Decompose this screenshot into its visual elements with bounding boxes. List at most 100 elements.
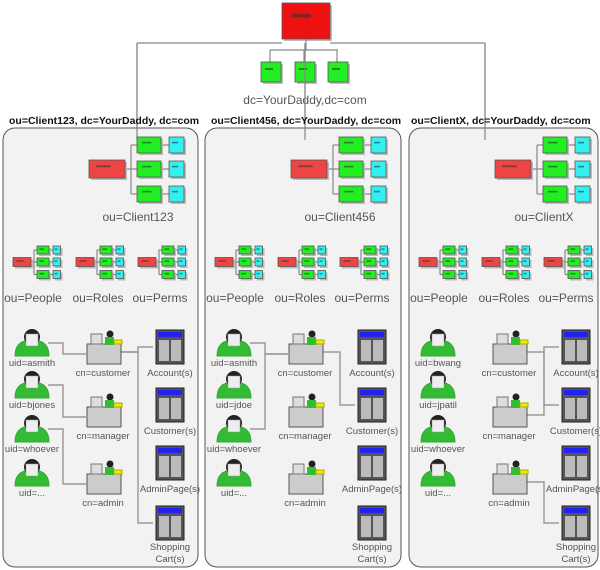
role-label: cn=customer	[482, 368, 537, 379]
box	[281, 2, 331, 40]
worker-body	[307, 400, 316, 408]
desk-icon	[86, 330, 123, 365]
box-mark	[54, 260, 58, 262]
monitor	[292, 463, 305, 475]
child-node	[363, 270, 378, 281]
client-ou-label: ou=Client123	[102, 210, 173, 224]
box-mark	[299, 68, 307, 70]
box-mark	[256, 272, 260, 275]
client-ou-tree	[494, 136, 592, 204]
server-header	[158, 332, 182, 337]
box	[115, 245, 124, 255]
desk	[492, 406, 528, 428]
box	[505, 270, 519, 279]
ou-node	[494, 159, 533, 180]
leaf-node	[52, 245, 63, 256]
person-icon	[216, 415, 252, 443]
person-face	[227, 463, 241, 477]
box-mark	[39, 272, 45, 275]
client-panel: ou=ClientX, dc=YourDaddy, dc=comou=Clien…	[408, 43, 600, 568]
server-col	[171, 516, 181, 537]
person-icon	[14, 415, 50, 443]
server-page-icon	[561, 329, 591, 365]
child-node	[301, 257, 316, 268]
worker-head	[512, 393, 520, 401]
child-node	[338, 185, 365, 204]
worker-head	[106, 393, 114, 401]
box	[363, 245, 377, 255]
server-col	[361, 516, 371, 537]
box-mark	[281, 260, 289, 262]
worker-head	[308, 393, 316, 401]
user-label: uid=...	[19, 488, 45, 499]
box	[52, 245, 61, 255]
box-mark	[578, 190, 584, 193]
perm-label: Account(s)	[553, 368, 598, 379]
box	[458, 270, 467, 279]
child-node	[36, 270, 51, 281]
box	[317, 270, 326, 279]
person-icon	[14, 329, 50, 357]
leaf-node	[168, 185, 186, 204]
box	[458, 257, 467, 267]
box-mark	[172, 165, 178, 168]
ou-node	[543, 257, 564, 269]
monitor	[90, 463, 103, 475]
child-node	[238, 257, 253, 268]
box-mark	[117, 272, 121, 275]
person-face	[431, 375, 445, 389]
box-mark	[102, 260, 108, 262]
phone	[113, 402, 123, 408]
child-node	[36, 257, 51, 268]
box	[583, 245, 592, 255]
box-mark	[460, 260, 464, 262]
worker-body	[307, 467, 316, 475]
worker-head	[308, 460, 316, 468]
child-node	[542, 185, 569, 204]
leaf-node	[115, 270, 126, 281]
phone	[315, 402, 325, 408]
box-mark	[485, 260, 493, 262]
box-mark	[445, 248, 451, 250]
sub-ou-label: ou=Perms	[538, 291, 593, 305]
leaf-node	[379, 270, 390, 281]
ou-node	[481, 257, 502, 269]
box-mark	[381, 260, 385, 262]
leaf-node	[458, 245, 469, 256]
box	[301, 245, 315, 255]
connector-line	[527, 481, 559, 524]
leaf-node	[583, 245, 594, 256]
perm-label: Customer(s)	[144, 426, 196, 437]
box-mark	[374, 165, 380, 168]
leaf-node	[370, 185, 388, 204]
box-mark	[319, 272, 323, 275]
box	[505, 245, 519, 255]
monitor	[496, 396, 509, 408]
person-face	[431, 333, 445, 347]
box-mark	[523, 248, 527, 250]
worker-body	[105, 467, 114, 475]
box-mark	[381, 248, 385, 250]
child-node	[136, 185, 163, 204]
box-mark	[523, 260, 527, 262]
person-face	[25, 419, 39, 433]
box-mark	[547, 190, 558, 193]
client-panel: ou=Client456, dc=YourDaddy, dc=comou=Cli…	[204, 43, 402, 568]
box	[370, 185, 387, 203]
role-label: cn=manager	[278, 431, 331, 442]
box	[542, 185, 568, 203]
box-mark	[172, 141, 178, 144]
server-page-icon	[561, 445, 591, 481]
box-mark	[304, 260, 310, 262]
child-node	[505, 270, 520, 281]
person-icon	[14, 371, 50, 399]
box	[370, 136, 387, 154]
desk	[86, 343, 122, 365]
server-col	[373, 516, 383, 537]
connector-line	[527, 346, 559, 416]
sub-ou-label: ou=Perms	[334, 291, 389, 305]
box	[338, 160, 364, 178]
desk	[86, 406, 122, 428]
person-face	[25, 333, 39, 347]
ou-node	[339, 257, 360, 269]
